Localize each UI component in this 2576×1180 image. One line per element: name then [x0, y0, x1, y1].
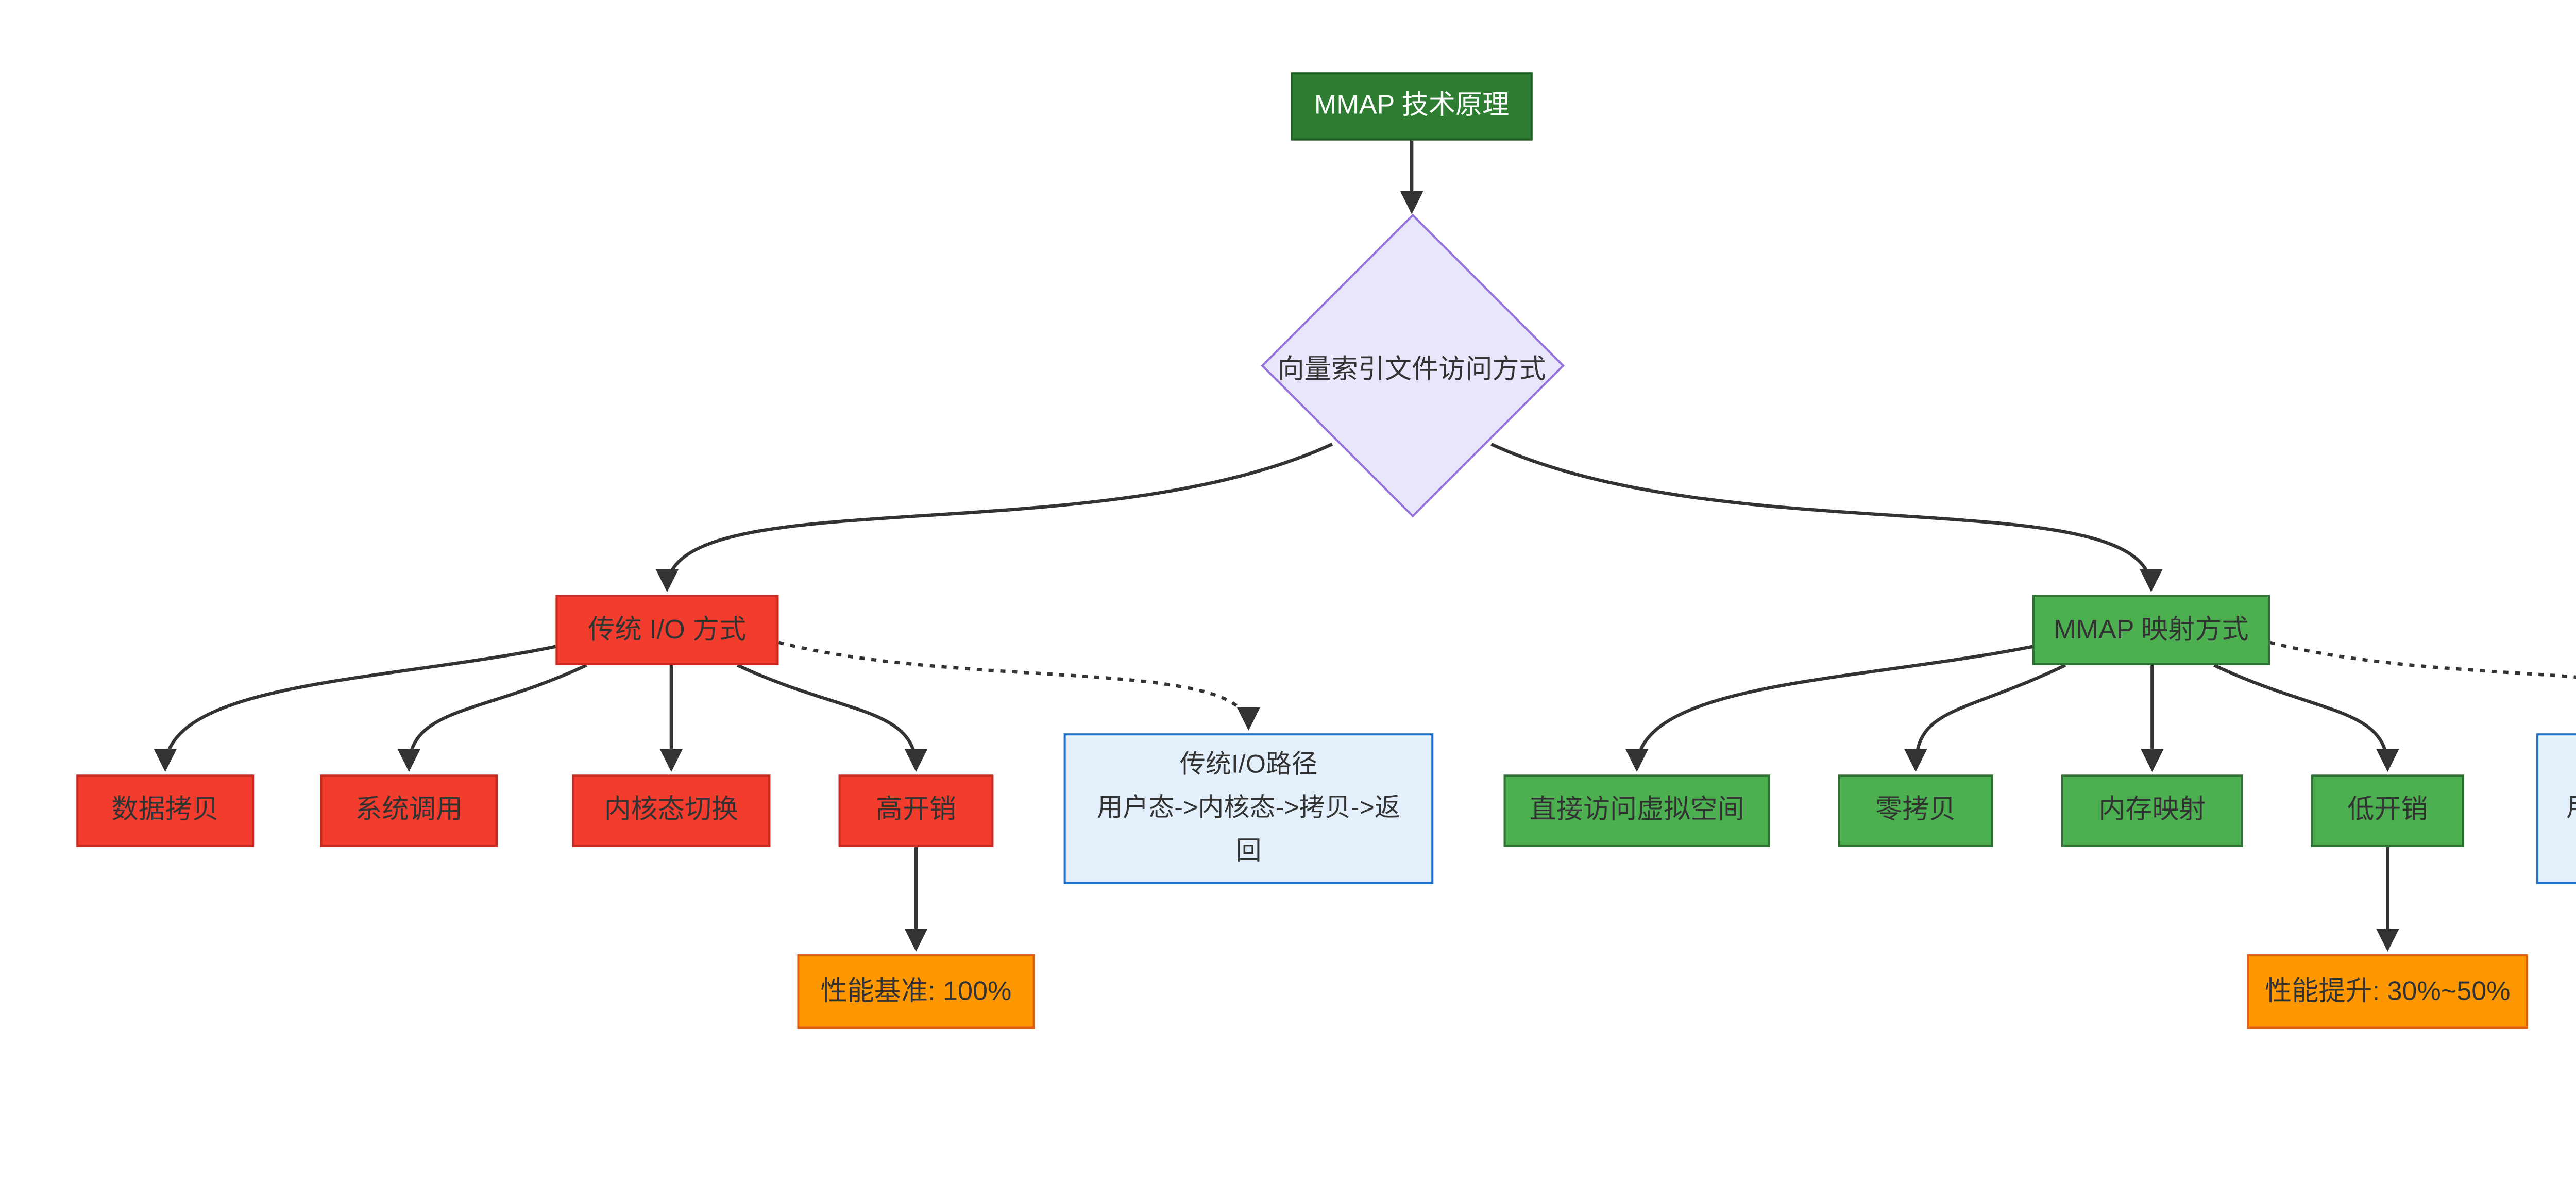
node-performance-boost-label: 性能提升: 30%~50%: [2265, 974, 2511, 1006]
decision-diamond-label: 向量索引文件访问方式: [1277, 352, 1546, 383]
node-traditional-io-label: 传统 I/O 方式: [588, 613, 747, 645]
node-mmap-mode-label: MMAP 映射方式: [2054, 613, 2249, 645]
node-performance-baseline: 性能基准: 100%: [797, 954, 1035, 1029]
edge-mmap-to-mmap-path: [2269, 640, 2576, 679]
node-data-copy: 数据拷贝: [76, 774, 255, 847]
node-mmap-principle-label: MMAP 技术原理: [1314, 89, 1510, 121]
node-high-overhead: 高开销: [838, 774, 994, 847]
node-zero-copy: 零拷贝: [1838, 774, 1993, 847]
node-performance-baseline-label: 性能基准: 100%: [820, 974, 1012, 1006]
node-syscall: 系统调用: [320, 774, 498, 847]
node-memory-map-label: 内存映射: [2098, 794, 2206, 825]
node-mmap-path-desc: 用户态直接访问内存映射文件: [2557, 787, 2576, 873]
node-traditional-io-path-title: 传统I/O路径: [1179, 750, 1318, 779]
node-traditional-io-path: 传统I/O路径 用户态->内核态->拷贝->返回: [1063, 733, 1434, 884]
node-mmap-principle: MMAP 技术原理: [1291, 72, 1533, 141]
node-direct-virtual-access: 直接访问虚拟空间: [1503, 774, 1770, 847]
node-zero-copy-label: 零拷贝: [1875, 794, 1956, 825]
node-traditional-io-path-desc: 用户态->内核态->拷贝->返回: [1096, 793, 1400, 866]
edge-mmap-to-zero-copy: [1904, 664, 2066, 772]
edge-decision-to-traditional: [655, 443, 1333, 593]
node-traditional-io: 传统 I/O 方式: [555, 595, 779, 665]
node-mmap-mode: MMAP 映射方式: [2032, 595, 2270, 665]
node-performance-boost: 性能提升: 30%~50%: [2247, 954, 2529, 1029]
node-kernel-switch: 内核态切换: [572, 774, 771, 847]
node-memory-map: 内存映射: [2061, 774, 2243, 847]
node-data-copy-label: 数据拷贝: [111, 794, 219, 825]
edge-decision-to-mmap: [1490, 443, 2163, 593]
edge-mmap-to-virtual-space: [1625, 645, 2033, 772]
node-kernel-switch-label: 内核态切换: [604, 794, 739, 825]
edge-traditional-to-high-overhead: [736, 663, 928, 772]
node-high-overhead-label: 高开销: [875, 794, 957, 825]
edge-traditional-to-syscall: [397, 663, 587, 772]
node-direct-virtual-access-label: 直接访问虚拟空间: [1529, 794, 1744, 825]
edge-mmap-to-low-overhead: [2213, 664, 2399, 772]
node-mmap-path: MMAP路径 用户态直接访问内存映射文件: [2536, 733, 2576, 884]
edge-traditional-to-io-path: [778, 640, 1260, 731]
edge-traditional-to-data-copy: [154, 645, 556, 772]
node-syscall-label: 系统调用: [355, 794, 463, 825]
node-low-overhead-label: 低开销: [2347, 794, 2428, 825]
node-low-overhead: 低开销: [2311, 774, 2464, 847]
